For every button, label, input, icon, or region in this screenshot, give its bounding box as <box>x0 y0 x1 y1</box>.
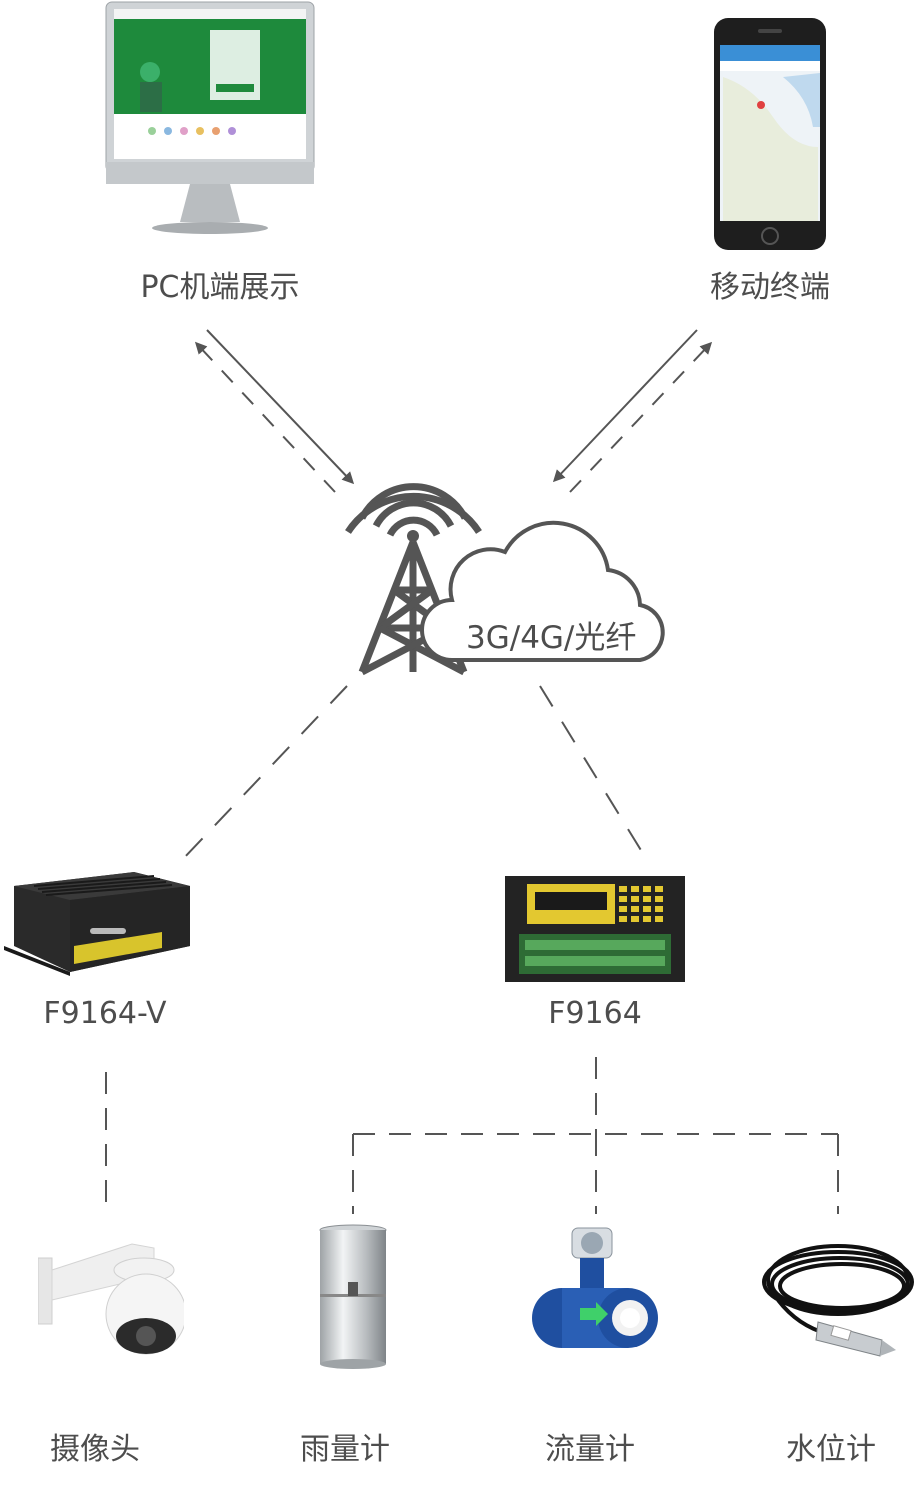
water-level-sensor-icon <box>762 1244 914 1357</box>
rain-gauge-icon <box>319 1224 387 1369</box>
f9164-label: F9164 <box>548 996 642 1031</box>
smartphone-icon <box>714 18 826 250</box>
tower-to-mobile-arrow <box>569 341 713 493</box>
mobile-node <box>713 17 827 251</box>
pc-label: PC机端展示 <box>140 270 300 305</box>
flow-meter-label: 流量计 <box>545 1432 635 1467</box>
tower-to-pc-arrow <box>194 341 336 493</box>
rain-gauge-node <box>318 1224 388 1374</box>
pc-node <box>100 0 320 240</box>
f9164-node <box>505 874 685 984</box>
f9164v-label: F9164-V <box>43 996 167 1031</box>
flow-meter-node <box>530 1222 660 1372</box>
f9164v-node <box>4 868 196 978</box>
rtu-device-icon <box>505 876 685 982</box>
tower-to-f9164-line <box>539 685 648 861</box>
camera-node <box>37 1240 187 1364</box>
rain-gauge-label: 雨量计 <box>300 1432 390 1467</box>
dome-camera-icon <box>37 1243 187 1355</box>
cell-tower-cloud-icon <box>345 483 665 676</box>
tower-to-f9164v-line <box>181 685 348 861</box>
network-node <box>340 460 670 680</box>
pc-to-tower-arrow <box>206 329 355 485</box>
water-level-label: 水位计 <box>786 1432 876 1467</box>
network-label: 3G/4G/光纤 <box>466 620 637 656</box>
water-level-node <box>758 1240 914 1364</box>
camera-label: 摄像头 <box>50 1432 140 1467</box>
mobile-label: 移动终端 <box>710 270 830 305</box>
flow-meter-icon <box>532 1227 658 1348</box>
desktop-monitor-icon <box>105 1 315 234</box>
video-rtu-device-icon <box>4 872 190 976</box>
mobile-to-tower-arrow <box>552 329 698 483</box>
